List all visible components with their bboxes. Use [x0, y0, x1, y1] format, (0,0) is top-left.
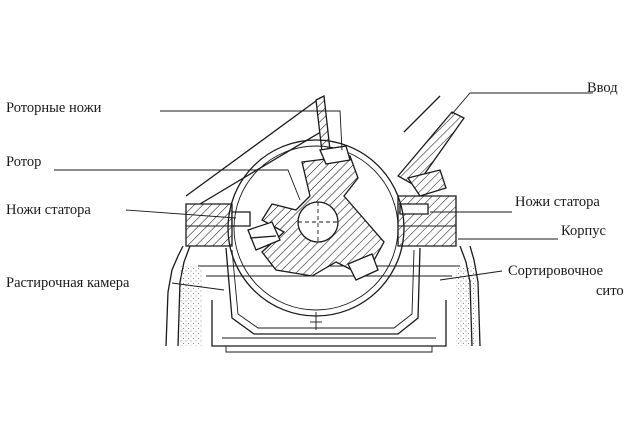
leader-lines — [54, 92, 593, 291]
rotor — [261, 155, 385, 277]
label-rotor: Ротор — [6, 154, 41, 170]
label-sorting-sieve-line2: сито — [596, 283, 624, 299]
sorting-sieve — [211, 247, 447, 353]
label-stator-knives-left: Ножи статора — [6, 202, 91, 218]
stator-block-left — [185, 203, 251, 247]
stator-block-right — [397, 195, 457, 247]
label-sorting-sieve-line1: Сортировочное — [508, 263, 603, 279]
label-stator-knives-right: Ножи статора — [515, 194, 600, 210]
rotor-knives — [247, 145, 379, 281]
inlet-chute — [396, 95, 465, 197]
label-housing: Корпус — [561, 223, 606, 239]
label-rotor-knives: Роторные ножи — [6, 100, 102, 116]
label-inlet: Ввод — [587, 80, 618, 96]
grinding-drum — [227, 139, 405, 317]
label-grinding-chamber: Растирочная камера — [6, 275, 130, 291]
